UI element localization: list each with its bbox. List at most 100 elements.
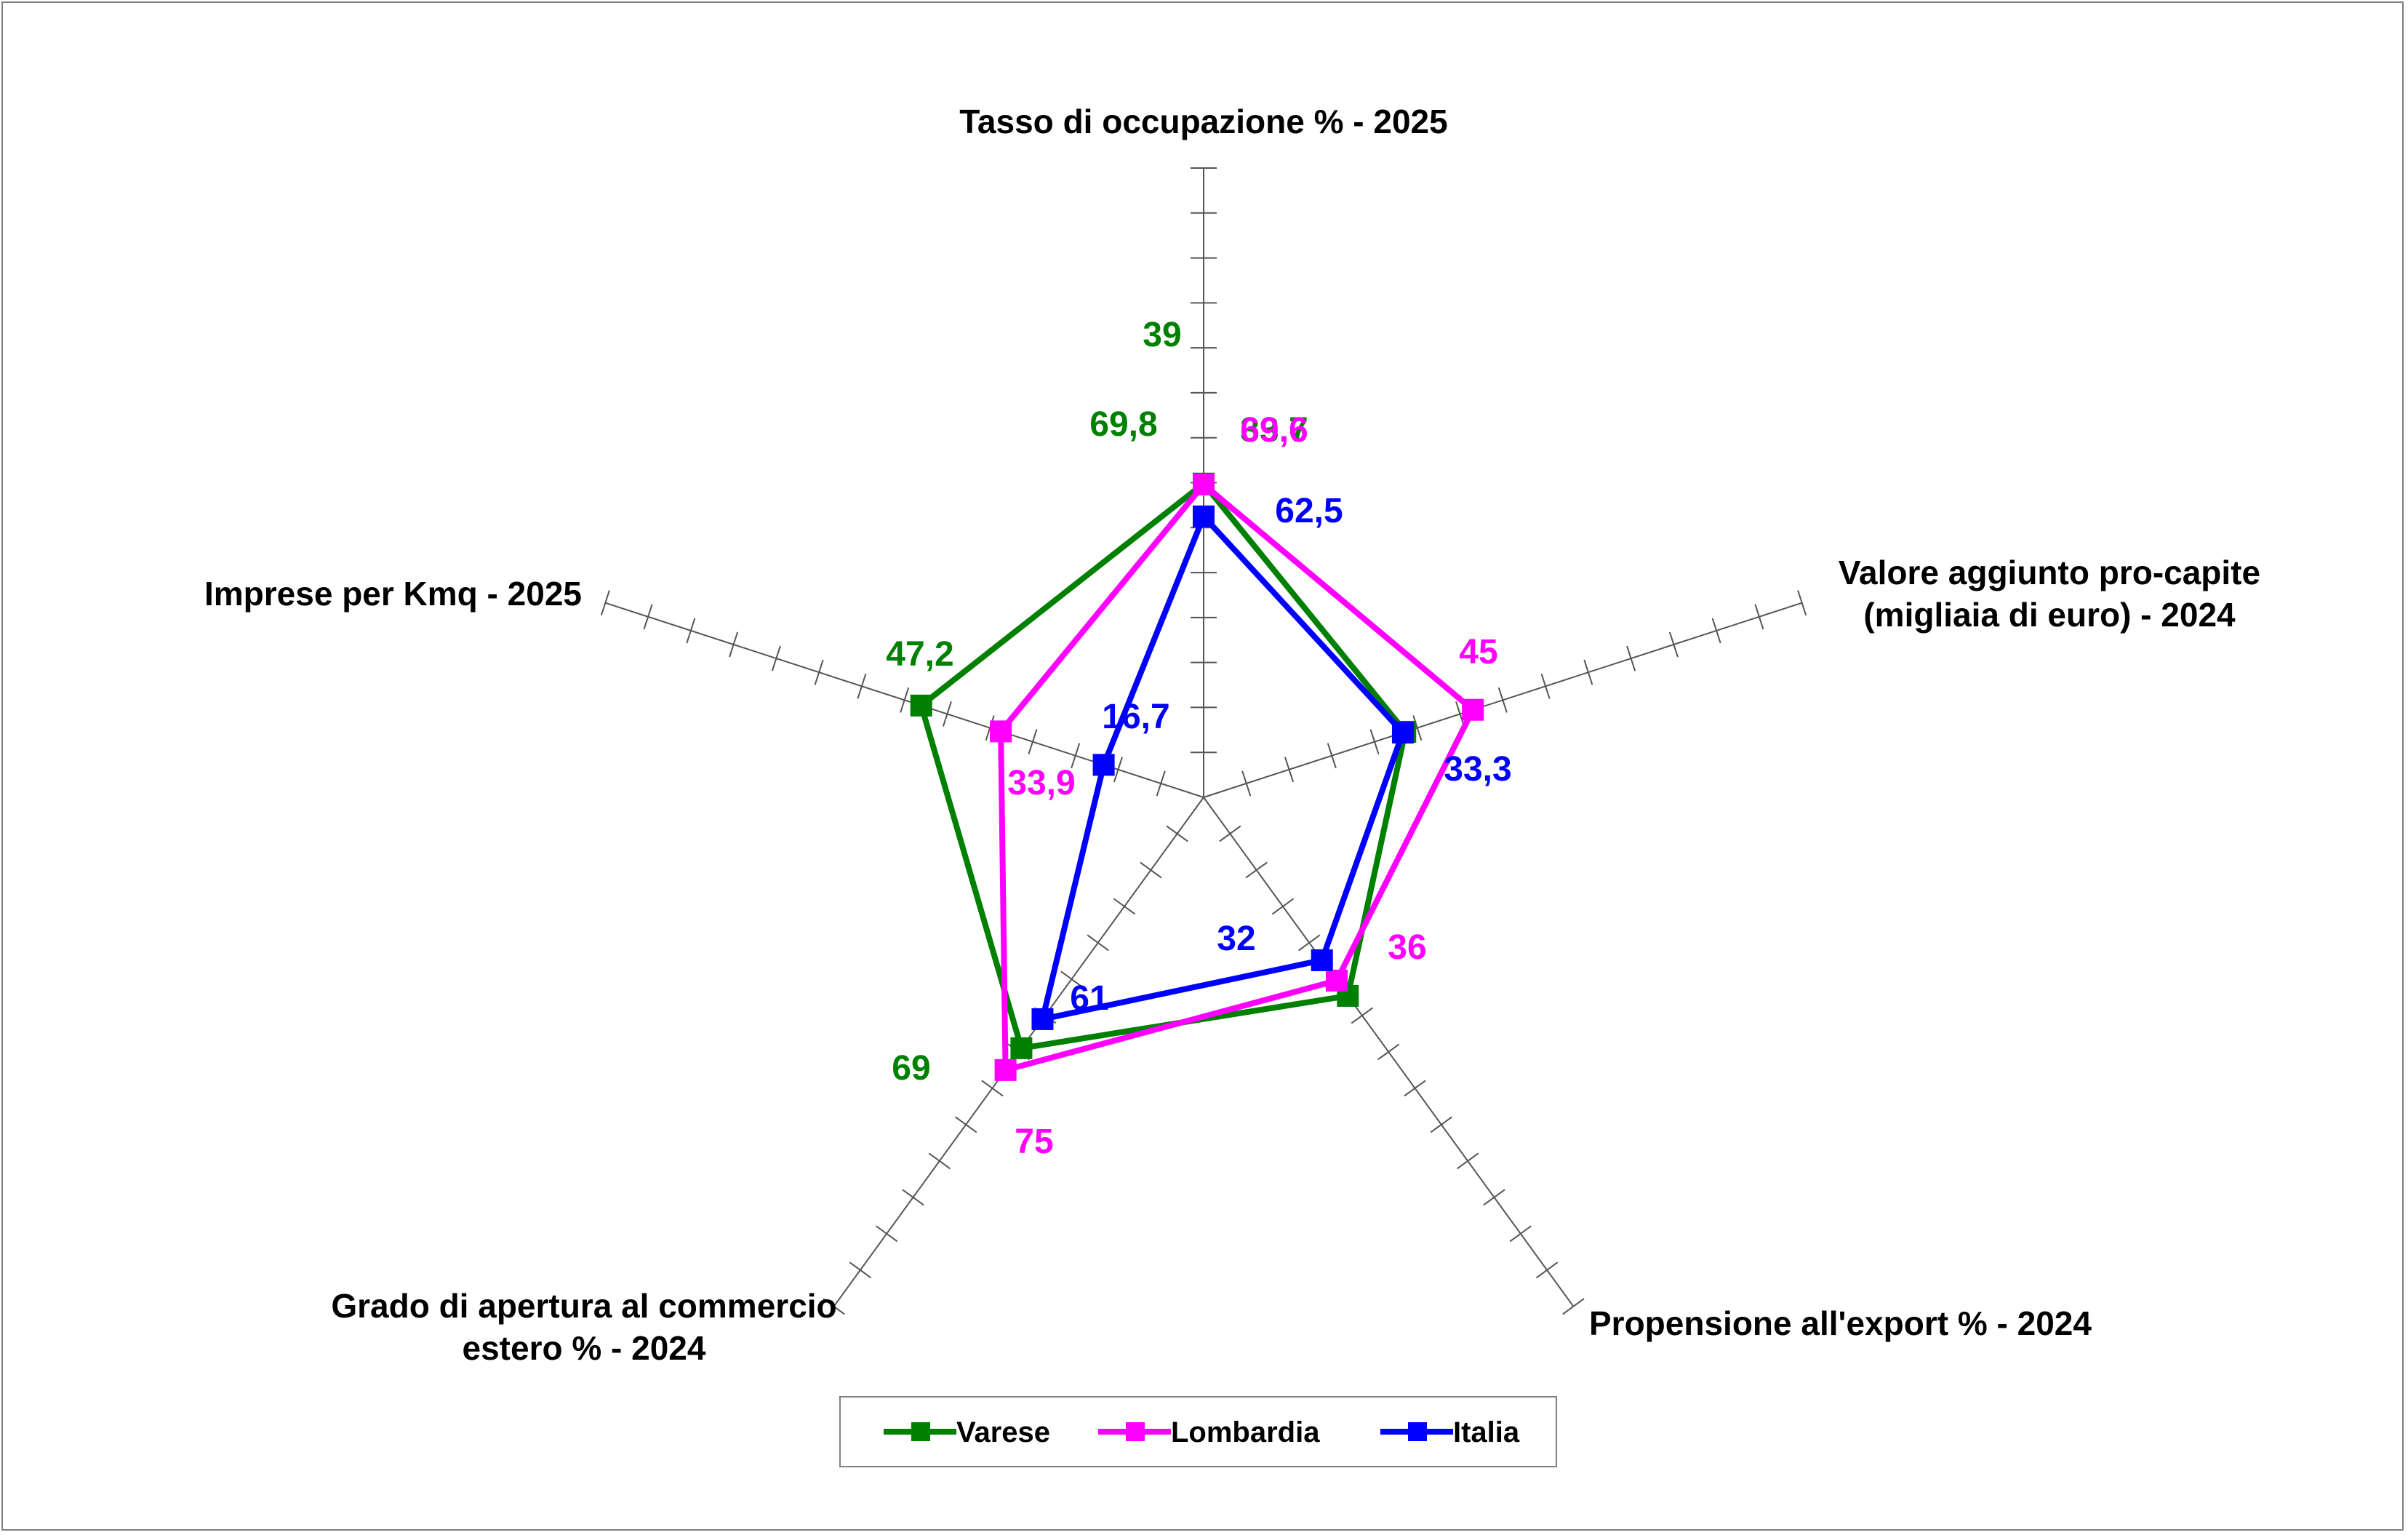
axis-label-4: Grado di apertura al commercio — [331, 1287, 836, 1325]
marker-italia-1 — [1193, 505, 1215, 527]
axis-2-tick — [1455, 701, 1465, 727]
series-layer — [910, 472, 1484, 1081]
axis-5-tick — [600, 590, 610, 616]
legend-marker-lombardia — [1126, 1422, 1145, 1441]
axis-2-tick — [1284, 757, 1295, 783]
axis-4-tick — [823, 1298, 845, 1315]
axis-5-tick — [643, 604, 653, 630]
data-label-varese-1: 69,8 — [1089, 405, 1157, 444]
axis-3-tick — [1404, 1080, 1426, 1097]
marker-italia-3 — [1311, 949, 1333, 971]
marker-lombardia-5 — [990, 720, 1012, 743]
legend-label-italia: Italia — [1453, 1416, 1520, 1448]
axis-3-tick — [1430, 1116, 1453, 1133]
axis-3-tick — [1483, 1189, 1505, 1206]
axis-5-tick — [1028, 729, 1038, 755]
marker-italia-2 — [1391, 721, 1414, 743]
axis-3-tick — [1535, 1261, 1559, 1279]
axis-2-tick — [1754, 604, 1764, 630]
marker-italia-4 — [1031, 1008, 1054, 1030]
axis-4-tick — [849, 1261, 872, 1279]
axis-5-tick — [857, 673, 867, 699]
data-label-varese-2: 33,7 — [1240, 411, 1308, 450]
data-label-lombardia-3: 36 — [1388, 928, 1426, 967]
axis-4-tick — [928, 1152, 951, 1170]
axis-2-tick — [1583, 659, 1593, 685]
axis-label-3: Propensione all'export % - 2024 — [1589, 1304, 2092, 1342]
marker-varese-5 — [910, 694, 932, 717]
legend-label-varese: Varese — [956, 1416, 1050, 1448]
legend-label-lombardia: Lombardia — [1171, 1416, 1320, 1448]
axis-3-tick — [1377, 1043, 1400, 1061]
axis-4-tick — [1166, 825, 1188, 842]
axis-3-tick — [1271, 898, 1295, 915]
axis-2-tick — [1711, 618, 1721, 644]
axis-4-tick — [1087, 934, 1109, 952]
axis-5-tick — [1071, 743, 1081, 769]
axis-3-tick — [1245, 861, 1268, 879]
data-label-varese-4: 69 — [892, 1049, 930, 1088]
data-label-varese-3: 39 — [1143, 316, 1181, 354]
axis-4-tick — [1113, 898, 1136, 915]
marker-lombardia-2 — [1462, 698, 1484, 721]
data-label-italia-1: 62,5 — [1275, 492, 1343, 530]
axis-2-tick — [1241, 770, 1252, 797]
axis-2-tick — [1497, 687, 1508, 713]
marker-lombardia-3 — [1326, 969, 1348, 992]
series-line-italia — [1039, 511, 1407, 1024]
data-label-lombardia-5: 33,9 — [1007, 764, 1075, 802]
axis-4-tick — [902, 1189, 924, 1206]
axis-3-tick — [1457, 1152, 1479, 1170]
axis-3-tick — [1351, 1007, 1374, 1024]
axis-label-2: (migliaia di euro) - 2024 — [1863, 596, 2236, 634]
axis-5-tick — [1156, 770, 1166, 797]
axis-4-tick — [954, 1116, 977, 1133]
data-label-lombardia-4: 75 — [1015, 1123, 1053, 1161]
axis-5-tick — [729, 631, 739, 658]
data-label-lombardia-2: 45 — [1459, 633, 1497, 671]
axis-2-tick — [1540, 673, 1551, 699]
legend: Varese Lombardia Italia — [839, 1396, 1557, 1467]
axis-2-tick — [1797, 590, 1807, 616]
data-label-varese-5: 47,2 — [886, 635, 953, 674]
axis-5-tick — [1113, 757, 1123, 783]
axis-4-tick — [1060, 970, 1083, 988]
axis-2-tick — [1668, 631, 1679, 658]
axis-label-1: Tasso di occupazione % - 2025 — [959, 103, 1447, 140]
marker-lombardia-4 — [994, 1058, 1017, 1081]
axis-5-tick — [686, 618, 696, 644]
axis-2-tick — [1327, 743, 1337, 769]
axis-2-tick — [1369, 729, 1380, 755]
data-label-lombardia-1: 69,6 — [1240, 411, 1308, 450]
axis-label-4: estero % - 2024 — [463, 1329, 706, 1367]
axes-layer — [600, 167, 1807, 1315]
legend-marker-varese — [911, 1422, 930, 1441]
axis-5-tick — [771, 645, 781, 671]
marker-italia-5 — [1092, 754, 1115, 776]
axis-3-tick — [1298, 934, 1321, 952]
axis-4-tick — [981, 1080, 1004, 1097]
series-line-lombardia — [998, 480, 1477, 1074]
axis-5-tick — [942, 701, 952, 727]
axis-5-tick — [814, 659, 824, 685]
data-label-italia-4: 61 — [1070, 979, 1108, 1018]
axis-label-5: Imprese per Kmq - 2025 — [204, 575, 582, 613]
axis-2-tick — [1412, 715, 1423, 741]
legend-marker-italia — [1408, 1422, 1427, 1441]
marker-lombardia-1 — [1193, 473, 1215, 495]
axis-label-2: Valore aggiunto pro-capite — [1839, 554, 2260, 591]
axis-5-tick — [900, 687, 910, 713]
axis-3-tick — [1509, 1225, 1532, 1243]
axis-3-tick — [1562, 1298, 1585, 1315]
axis-2-tick — [1626, 645, 1636, 671]
marker-varese-4 — [1010, 1037, 1033, 1059]
data-label-italia-5: 16,7 — [1102, 698, 1169, 736]
axis-4-tick — [876, 1225, 898, 1243]
data-label-italia-2: 33,3 — [1444, 750, 1511, 789]
axis-4-tick — [1140, 861, 1162, 879]
data-label-italia-3: 32 — [1217, 920, 1255, 958]
data-labels-layer: 69,8 33,7 39 69 47,2 69,6 45 36 75 33,9 62,5 33,3 32… — [886, 316, 1511, 1161]
